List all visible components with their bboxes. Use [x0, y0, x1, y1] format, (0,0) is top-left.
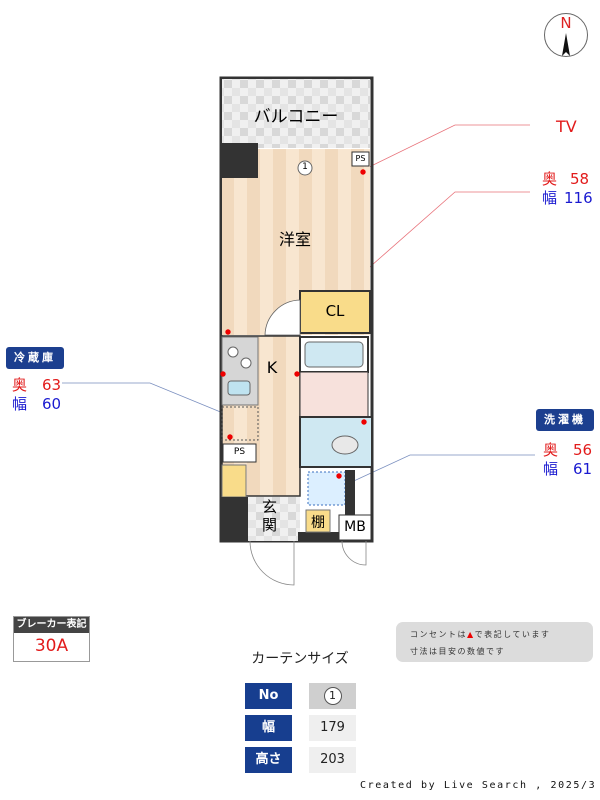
washroom [299, 371, 369, 418]
width-label: 幅 [542, 189, 558, 207]
tv-leader-line [362, 124, 530, 171]
width-value: 60 [42, 395, 62, 413]
curtain-no-number: 1 [323, 687, 342, 705]
washer-dimensions: 奥 56 幅 61 [543, 441, 592, 479]
western-room-label: 洋室 [278, 230, 311, 249]
depth-value: 63 [42, 376, 62, 394]
width-value: 61 [573, 460, 593, 478]
closet [299, 290, 371, 334]
depth-label: 奥 [542, 170, 558, 188]
compass-north-label: N [560, 14, 572, 32]
shelf [305, 509, 331, 533]
fridge-dimensions: 奥 63 幅 60 [12, 376, 61, 414]
note-line2: 寸法は目安の数値です [410, 647, 505, 656]
outlet-markers [220, 169, 367, 479]
closet-dimensions: 奥 58 幅 116 [542, 170, 593, 208]
meter-box [338, 514, 372, 541]
breaker-title: ブレーカー表記 [14, 617, 89, 633]
width-label: 幅 [12, 395, 28, 413]
shelf-label: 棚 [311, 515, 325, 531]
outlet-marker-icon: ▲ [467, 630, 475, 639]
curtain-height-header: 高さ [245, 747, 292, 773]
fridge-tag: 冷蔵庫 [6, 347, 64, 369]
note-line1-post: で表記しています [474, 630, 551, 639]
curtain-marker-label: 1 [302, 162, 308, 172]
curtain-height-value: 203 [309, 747, 356, 773]
balcony-label: バルコニー [253, 107, 339, 127]
pipe-space-label: PS [233, 447, 246, 457]
depth-value: 56 [573, 441, 593, 459]
closet-label: CL [325, 302, 345, 320]
floor-plan [62, 76, 535, 586]
kitchen-label: K [266, 358, 278, 377]
pipe-space-kitchen [222, 443, 257, 463]
width-label: 幅 [543, 460, 559, 478]
compass-icon [544, 13, 588, 57]
balcony [222, 79, 370, 148]
entrance [248, 497, 300, 541]
closet-leader-line [337, 191, 530, 296]
curtain-width-value: 179 [309, 715, 356, 741]
pipe-space-top [351, 151, 370, 167]
curtain-marker [297, 160, 313, 176]
meter-box-label: MB [344, 519, 366, 535]
note-line1-pre: コンセントは [410, 630, 467, 639]
leader-lines [62, 124, 535, 493]
depth-value: 58 [570, 170, 590, 188]
fridge-leader-line [62, 382, 241, 421]
washer-leader-line [329, 454, 535, 493]
wall-block [221, 143, 258, 178]
fridge-space [221, 406, 259, 441]
note-box: コンセントは▲で表記しています 寸法は目安の数値です [396, 622, 593, 662]
curtain-title: カーテンサイズ [251, 651, 349, 667]
curtain-width-header: 幅 [245, 715, 292, 741]
depth-label: 奥 [12, 376, 28, 394]
curtain-no-value: 1 [309, 683, 356, 709]
breaker-box: ブレーカー表記 30A [13, 616, 90, 662]
depth-label: 奥 [543, 441, 559, 459]
washer-tag: 洗濯機 [536, 409, 594, 431]
compass: N [543, 12, 589, 58]
entrance-label: 玄関 [262, 498, 278, 534]
width-value: 116 [564, 189, 593, 207]
curtain-no-header: No [245, 683, 292, 709]
pipe-space-label: PS [355, 154, 366, 163]
credit: Created by Live Search , 2025/3 [360, 780, 597, 791]
tv-label: TV [556, 117, 577, 136]
breaker-value: 30A [34, 636, 69, 656]
